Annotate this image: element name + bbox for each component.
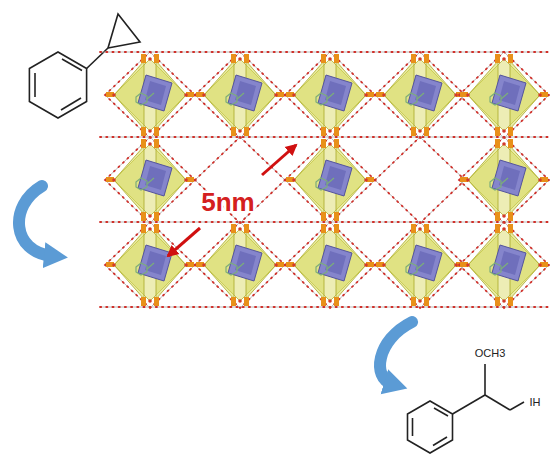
bond	[485, 395, 510, 410]
atom-row	[100, 306, 548, 308]
double-bond	[433, 437, 447, 446]
double-bond	[62, 59, 82, 71]
product-molecule	[408, 364, 525, 453]
framework-unit	[375, 222, 465, 308]
double-bond	[34, 73, 36, 97]
framework-unit	[459, 222, 549, 308]
reaction-arrow	[380, 322, 412, 384]
framework-unit	[195, 52, 285, 138]
framework-link	[100, 307, 548, 308]
framework-unit	[285, 52, 375, 138]
atom-row	[100, 51, 548, 53]
framework-unit	[459, 137, 549, 223]
double-bond	[434, 408, 448, 416]
bond	[453, 395, 486, 414]
framework-atoms	[100, 52, 548, 307]
framework-unit	[375, 52, 465, 138]
framework-unit	[105, 222, 195, 308]
framework-link	[100, 52, 548, 53]
dimension-arrow	[262, 145, 296, 175]
mof-framework	[100, 52, 549, 308]
framework-link	[100, 137, 548, 138]
framework-link	[100, 222, 548, 223]
group-label: IH	[530, 396, 541, 409]
framework-cell	[375, 137, 465, 223]
framework-unit	[285, 222, 375, 308]
framework-unit	[285, 137, 375, 223]
double-bond	[412, 418, 414, 436]
atom-row	[100, 136, 548, 138]
group-label: OCH3	[475, 347, 506, 360]
benzene-ring	[408, 401, 453, 453]
framework-lines	[100, 52, 548, 307]
bond	[510, 402, 524, 410]
dimension-label: 5nm	[201, 188, 254, 218]
bond	[87, 48, 108, 69]
reaction-arrow	[19, 186, 52, 256]
dimension-arrow	[168, 145, 296, 256]
benzene-ring	[29, 52, 86, 118]
double-bond	[61, 98, 81, 110]
epoxide-ring	[108, 14, 140, 48]
framework-unit	[459, 52, 549, 138]
bond	[484, 364, 486, 395]
dimension-arrow	[168, 228, 200, 256]
framework-unit	[105, 137, 195, 223]
framework-cell	[195, 137, 285, 223]
framework-unit	[105, 52, 195, 138]
framework-unit	[195, 222, 285, 308]
atom-row	[100, 221, 548, 223]
